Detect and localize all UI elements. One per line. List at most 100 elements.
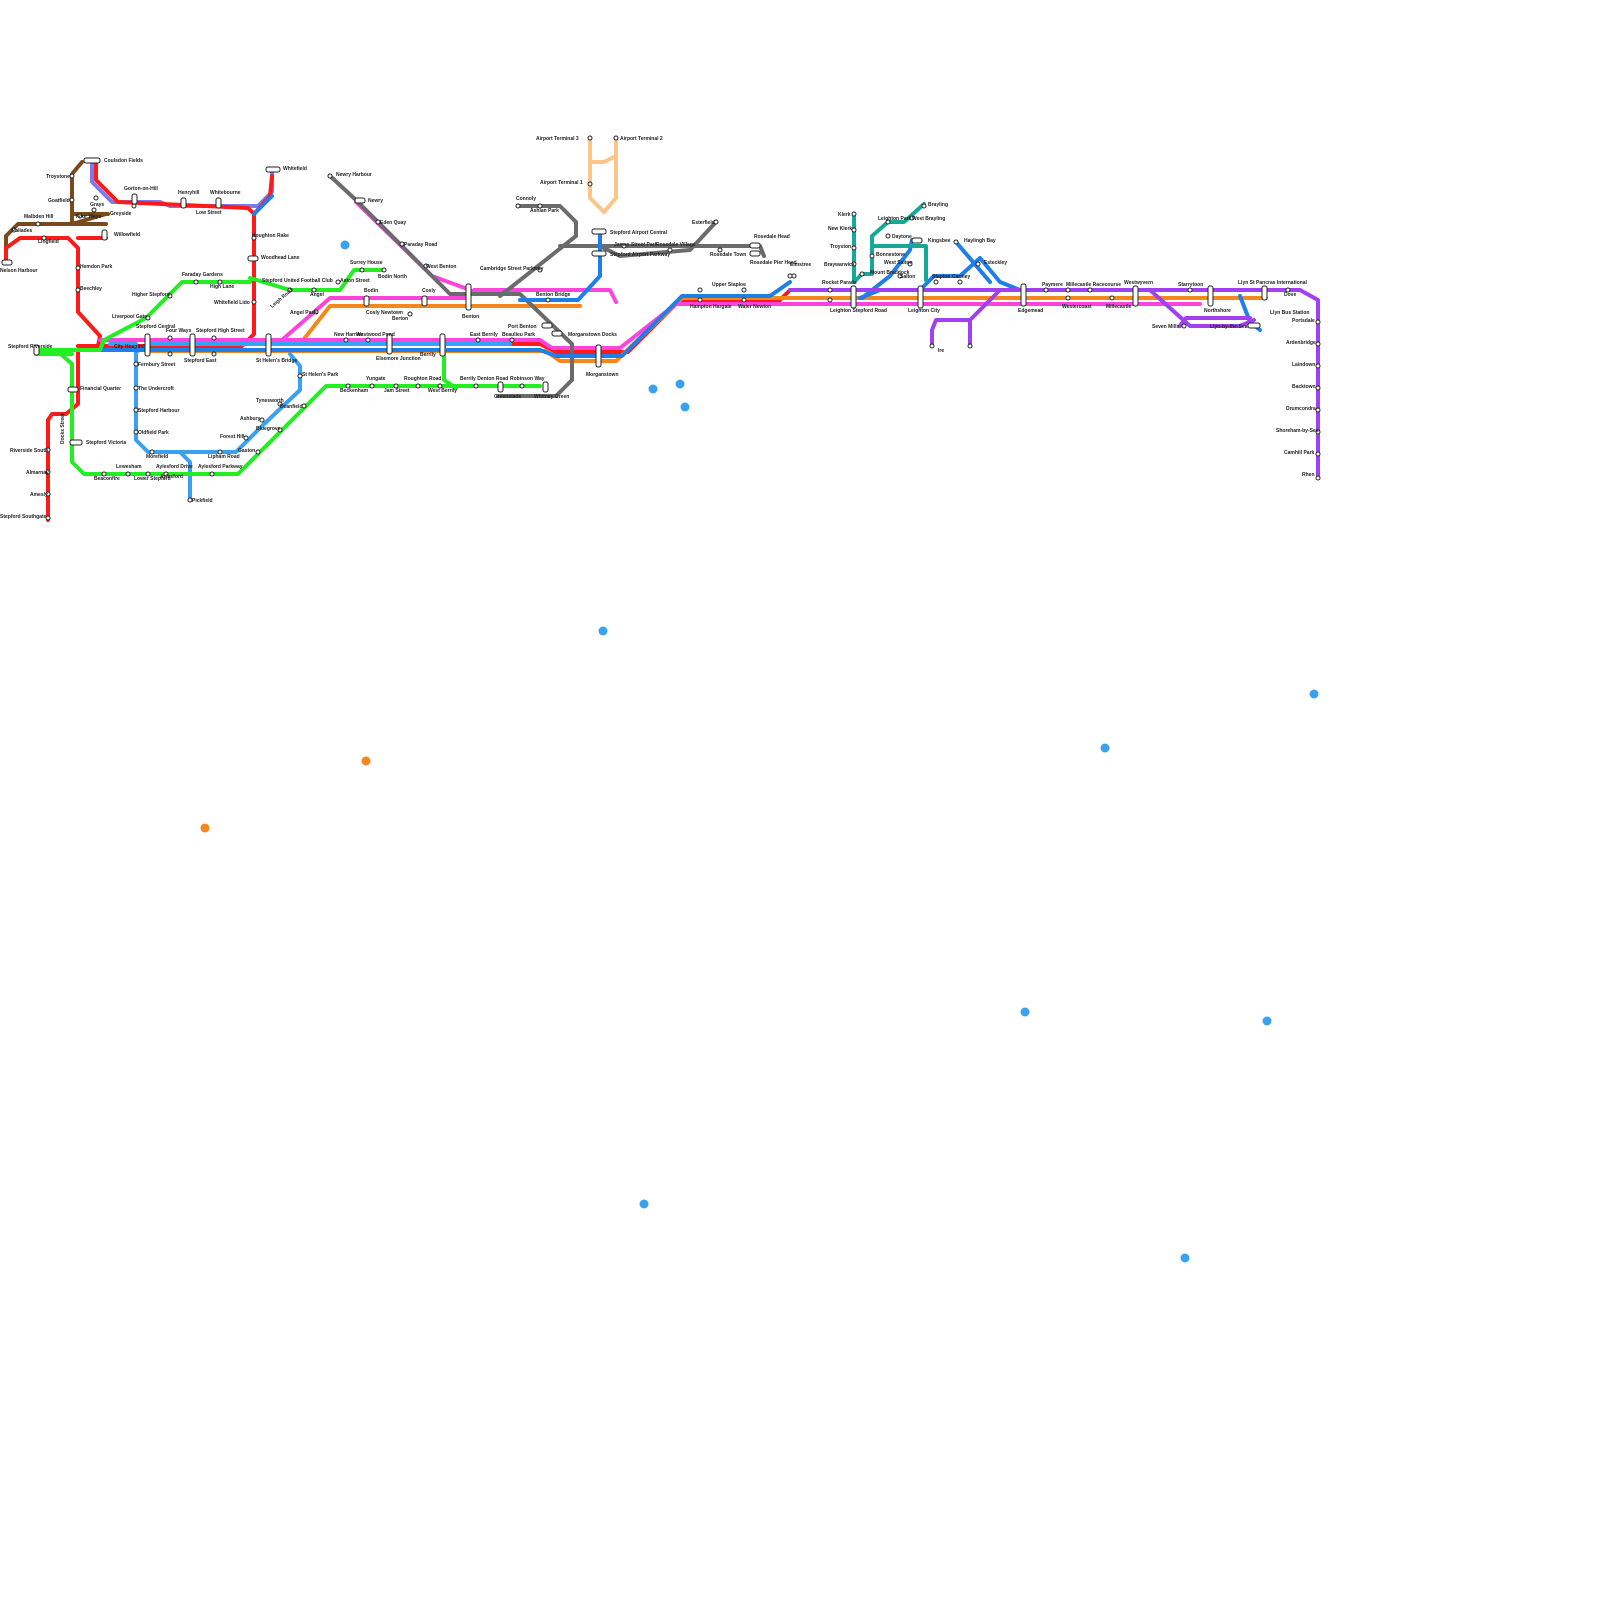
station-stop[interactable] — [976, 262, 980, 266]
interchange-kingsbee[interactable] — [912, 238, 922, 243]
interchange-rosedale-head[interactable] — [750, 243, 760, 248]
interchange-woodhead-lane[interactable] — [248, 256, 258, 261]
station-stop[interactable] — [698, 288, 702, 292]
station-stop[interactable] — [828, 298, 832, 302]
station-stop[interactable] — [168, 352, 172, 356]
station-stop[interactable] — [474, 384, 478, 388]
interchange-henryhill[interactable] — [181, 198, 186, 208]
station-stop[interactable] — [1088, 288, 1092, 292]
station-stop[interactable] — [1316, 364, 1320, 368]
station-stop[interactable] — [94, 196, 98, 200]
interchange-newry[interactable] — [355, 198, 365, 203]
station-stop[interactable] — [408, 312, 412, 316]
interchange-greenslade[interactable] — [498, 382, 503, 392]
station-stop[interactable] — [212, 352, 216, 356]
interchange-airport-parkway[interactable] — [592, 251, 606, 256]
station-stop[interactable] — [788, 274, 792, 278]
station-stop[interactable] — [930, 344, 934, 348]
interchange-berrily[interactable] — [440, 334, 445, 356]
station-stop[interactable] — [742, 298, 746, 302]
station-stop[interactable] — [302, 404, 306, 408]
station-stop[interactable] — [212, 336, 216, 340]
interchange-llyn-by-the-sea[interactable] — [1248, 323, 1260, 328]
interchange-benton[interactable] — [466, 284, 471, 310]
interchange-airport-central[interactable] — [592, 229, 606, 234]
station-stop[interactable] — [1316, 452, 1320, 456]
station-stop[interactable] — [958, 280, 962, 284]
station-stop[interactable] — [1110, 296, 1114, 300]
station-stop[interactable] — [1316, 408, 1320, 412]
station-stop[interactable] — [510, 338, 514, 342]
interchange-whitney-green[interactable] — [543, 382, 548, 392]
interchange-financial-quarter[interactable] — [68, 387, 78, 392]
station-stop[interactable] — [792, 274, 796, 278]
station-stop[interactable] — [588, 136, 592, 140]
station-stop[interactable] — [1316, 476, 1320, 480]
station-stop[interactable] — [70, 174, 74, 178]
station-stop[interactable] — [36, 222, 40, 226]
station-stop[interactable] — [852, 228, 856, 232]
station-stop[interactable] — [46, 516, 50, 520]
station-stop[interactable] — [416, 384, 420, 388]
interchange-leighton-city[interactable] — [918, 286, 923, 308]
station-stop[interactable] — [954, 240, 958, 244]
station-stop[interactable] — [476, 338, 480, 342]
interchange-stepford-east[interactable] — [190, 334, 195, 356]
station-stop[interactable] — [370, 384, 374, 388]
station-stop[interactable] — [194, 280, 198, 284]
station-stop[interactable] — [922, 204, 926, 208]
station-stop[interactable] — [1316, 320, 1320, 324]
station-stop[interactable] — [1066, 296, 1070, 300]
station-stop[interactable] — [256, 450, 260, 454]
interchange-port-benton[interactable] — [542, 323, 552, 328]
station-stop[interactable] — [1188, 288, 1192, 292]
interchange-gorton[interactable] — [132, 194, 137, 204]
station-stop[interactable] — [244, 436, 248, 440]
interchange-morganstown[interactable] — [596, 345, 601, 367]
interchange-whitefield[interactable] — [266, 167, 280, 172]
station-stop[interactable] — [328, 174, 332, 178]
station-stop[interactable] — [1066, 288, 1070, 292]
station-stop[interactable] — [252, 300, 256, 304]
station-stop[interactable] — [366, 338, 370, 342]
interchange-stepford-victoria[interactable] — [70, 440, 82, 445]
station-stop[interactable] — [516, 204, 520, 208]
interchange-st-helens-bridge[interactable] — [266, 334, 271, 356]
station-stop[interactable] — [860, 272, 864, 276]
station-stop[interactable] — [698, 298, 702, 302]
station-stop[interactable] — [886, 234, 890, 238]
station-stop[interactable] — [126, 472, 130, 476]
station-stop[interactable] — [210, 472, 214, 476]
station-stop[interactable] — [852, 212, 856, 216]
station-stop[interactable] — [1182, 324, 1186, 328]
interchange-willowfield[interactable] — [102, 230, 107, 240]
station-stop[interactable] — [132, 204, 136, 208]
station-stop[interactable] — [852, 246, 856, 250]
station-stop[interactable] — [1044, 288, 1048, 292]
station-stop[interactable] — [828, 288, 832, 292]
station-stop[interactable] — [742, 288, 746, 292]
interchange-northshore[interactable] — [1208, 286, 1213, 306]
station-stop[interactable] — [1316, 342, 1320, 346]
station-stop[interactable] — [168, 336, 172, 340]
station-stop[interactable] — [92, 208, 96, 212]
interchange-bodin[interactable] — [364, 296, 369, 306]
station-stop[interactable] — [614, 136, 618, 140]
station-stop[interactable] — [360, 268, 364, 272]
interchange-stepford-central[interactable] — [145, 334, 150, 356]
interchange-westwyvern[interactable] — [1133, 286, 1138, 306]
interchange-leighton-stepford-road[interactable] — [851, 286, 856, 308]
station-stop[interactable] — [934, 280, 938, 284]
station-stop[interactable] — [870, 254, 874, 258]
station-stop[interactable] — [260, 418, 264, 422]
station-stop[interactable] — [382, 268, 386, 272]
interchange-edgemead[interactable] — [1021, 284, 1026, 306]
interchange-rosedale-pier-head[interactable] — [750, 251, 760, 256]
station-stop[interactable] — [70, 198, 74, 202]
station-stop[interactable] — [1316, 386, 1320, 390]
interchange-morganstown-docks[interactable] — [552, 331, 562, 336]
station-stop[interactable] — [546, 298, 550, 302]
interchange-nelson-harbour[interactable] — [2, 260, 12, 265]
interchange-llyn-st-pancras[interactable] — [1262, 286, 1267, 300]
station-stop[interactable] — [344, 338, 348, 342]
